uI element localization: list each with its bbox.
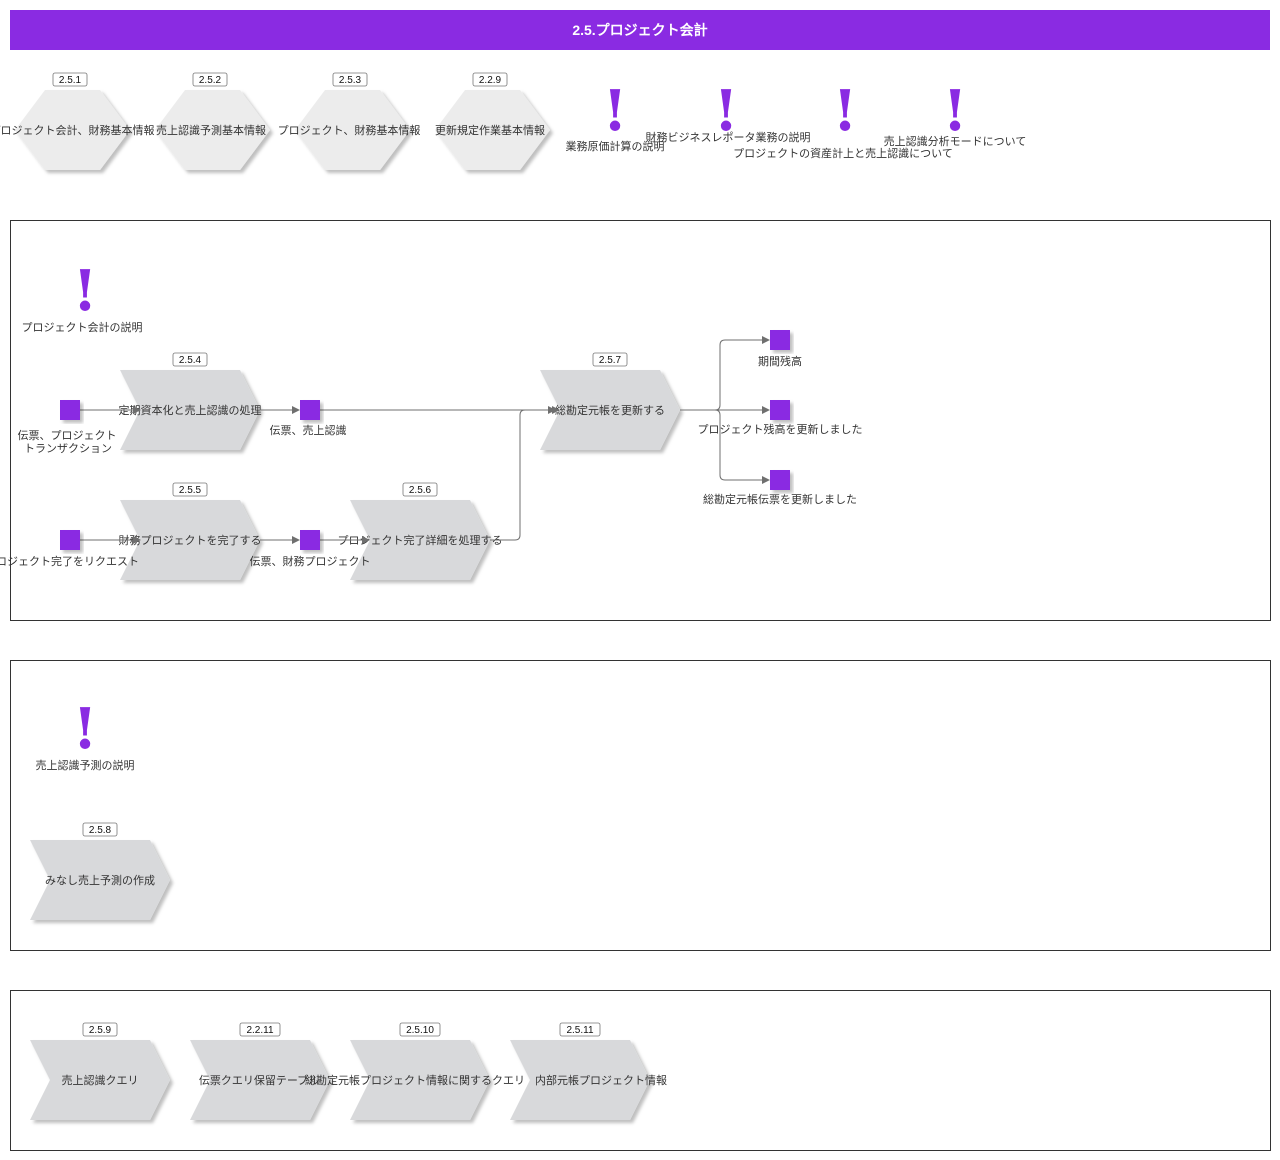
note-label: 売上認識分析モードについて [884, 134, 1027, 148]
process-id: 2.5.7 [599, 355, 622, 366]
section-1-frame [10, 220, 1271, 621]
event-voucher-revenue-recognition[interactable]: 伝票、売上認識 [270, 400, 347, 437]
event-label: 伝票、プロジェクト [18, 429, 117, 442]
process-label: 売上認識クエリ [62, 1073, 139, 1087]
process-label: 総勘定元帳を更新する [555, 403, 665, 417]
hexagon-id: 2.2.9 [479, 75, 502, 86]
event-voucher-financial-project[interactable]: 伝票、財務プロジェクト [250, 530, 371, 568]
event-label: 伝票、売上認識 [270, 423, 347, 437]
process-2-5-6[interactable]: 2.5.6 プロジェクト完了詳細を処理する [338, 482, 503, 580]
hexagon-label: プロジェクト会計、財務基本情報 [0, 123, 155, 137]
event-label: 期間残高 [758, 354, 802, 368]
event-label: プロジェクト完了をリクエスト [0, 554, 139, 568]
note-label: 財務ビジネスレポータ業務の説明 [646, 130, 811, 144]
process-label: みなし売上予測の作成 [45, 873, 155, 887]
hexagon-label: プロジェクト、財務基本情報 [278, 123, 421, 137]
exclamation-icon: ! [714, 78, 739, 144]
event-project-balance-updated[interactable]: プロジェクト残高を更新しました [698, 400, 863, 436]
process-2-5-8[interactable]: 2.5.8 みなし売上予測の作成 [30, 822, 170, 920]
process-id: 2.5.9 [89, 1025, 112, 1036]
note-label: プロジェクト会計の説明 [22, 320, 143, 334]
process-label: 総勘定元帳プロジェクト情報に関するクエリ [305, 1073, 525, 1087]
process-label: 財務プロジェクトを完了する [119, 533, 262, 547]
section-3-frame [10, 990, 1271, 1151]
event-label: 伝票、財務プロジェクト [250, 554, 371, 568]
process-2-5-9[interactable]: 2.5.9 売上認識クエリ [30, 1022, 170, 1120]
process-id: 2.2.11 [246, 1025, 273, 1036]
exclamation-icon: ! [603, 78, 628, 144]
process-2-5-5[interactable]: 2.5.5 財務プロジェクトを完了する [119, 482, 262, 580]
exclamation-icon: ! [943, 78, 968, 144]
process-label: 内部元帳プロジェクト情報 [535, 1073, 667, 1087]
hexagon-label: 更新規定作業基本情報 [435, 123, 545, 137]
hexagon-2-2-9[interactable]: 2.2.9 更新規定作業基本情報 [435, 72, 550, 170]
event-label: 総勘定元帳伝票を更新しました [703, 492, 857, 506]
event-project-completion-request[interactable]: プロジェクト完了をリクエスト [0, 530, 139, 568]
event-period-balance[interactable]: 期間残高 [758, 330, 802, 368]
hexagon-id: 2.5.1 [59, 75, 82, 86]
note-capitalization[interactable]: ! プロジェクトの資産計上と売上認識について [733, 78, 953, 160]
event-gl-voucher-updated[interactable]: 総勘定元帳伝票を更新しました [703, 470, 857, 506]
hexagon-label: 売上認識予測基本情報 [156, 123, 266, 137]
note-label: 業務原価計算の説明 [566, 139, 665, 153]
note-business-reporter[interactable]: ! 財務ビジネスレポータ業務の説明 [646, 78, 811, 144]
process-id: 2.5.4 [179, 355, 202, 366]
note-revenue-forecast[interactable]: ! 売上認識予測の説明 [36, 696, 135, 772]
process-label: 定期資本化と売上認識の処理 [119, 403, 262, 417]
diagram-title: 2.5.プロジェクト会計 [10, 10, 1270, 50]
process-label: 伝票クエリ保留テーブル [199, 1073, 319, 1087]
process-2-5-10[interactable]: 2.5.10 総勘定元帳プロジェクト情報に関するクエリ [305, 1022, 525, 1120]
process-2-5-7[interactable]: 2.5.7 総勘定元帳を更新する [540, 352, 680, 450]
process-id: 2.5.6 [409, 485, 432, 496]
process-2-2-11[interactable]: 2.2.11 伝票クエリ保留テーブル [190, 1022, 330, 1120]
process-id: 2.5.5 [179, 485, 202, 496]
flow-connectors [80, 336, 770, 544]
process-id: 2.5.8 [89, 825, 112, 836]
event-label: プロジェクト残高を更新しました [698, 422, 863, 436]
note-project-accounting[interactable]: ! プロジェクト会計の説明 [22, 258, 143, 334]
process-id: 2.5.11 [566, 1025, 593, 1036]
note-revenue-analysis-mode[interactable]: ! 売上認識分析モードについて [884, 78, 1027, 148]
process-2-5-11[interactable]: 2.5.11 内部元帳プロジェクト情報 [510, 1022, 667, 1120]
section-2-frame [10, 660, 1271, 951]
event-label-line2: トランザクション [24, 442, 112, 455]
process-id: 2.5.10 [406, 1025, 434, 1036]
note-cost-accounting[interactable]: ! 業務原価計算の説明 [566, 78, 665, 153]
exclamation-icon: ! [73, 258, 98, 324]
exclamation-icon: ! [833, 78, 858, 144]
note-label: 売上認識予測の説明 [36, 758, 135, 772]
hexagon-2-5-1[interactable]: 2.5.1 プロジェクト会計、財務基本情報 [0, 72, 155, 170]
hexagon-2-5-3[interactable]: 2.5.3 プロジェクト、財務基本情報 [278, 72, 421, 170]
event-voucher-project-transaction[interactable]: 伝票、プロジェクト トランザクション [18, 400, 117, 455]
note-label: プロジェクトの資産計上と売上認識について [733, 146, 953, 160]
exclamation-icon: ! [73, 696, 98, 762]
hexagon-2-5-2[interactable]: 2.5.2 売上認識予測基本情報 [155, 72, 270, 170]
process-2-5-4[interactable]: 2.5.4 定期資本化と売上認識の処理 [119, 352, 262, 450]
hexagon-id: 2.5.2 [199, 75, 222, 86]
hexagon-id: 2.5.3 [339, 75, 362, 86]
process-label: プロジェクト完了詳細を処理する [338, 533, 503, 547]
